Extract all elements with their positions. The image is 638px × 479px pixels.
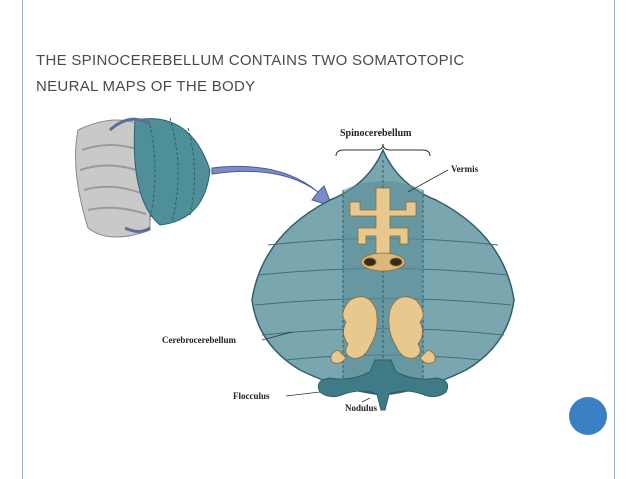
pointer-arrow xyxy=(211,165,333,207)
flocculonodular-lobe xyxy=(317,359,449,411)
label-nodulus: Nodulus xyxy=(345,403,378,413)
slide-title-line-1: The spinocerebellum contains two somatot… xyxy=(36,52,465,69)
label-spinocerebellum: Spinocerebellum xyxy=(340,128,412,139)
slide-title: The spinocerebellum contains two somatot… xyxy=(36,48,556,100)
brain-inset-image xyxy=(75,117,211,238)
slide-title-line-2: neural maps of the body xyxy=(36,78,256,95)
label-cerebrocerebellum: Cerebrocerebellum xyxy=(162,335,236,345)
slide-accent-circle xyxy=(569,397,607,435)
slide-border-right xyxy=(614,0,615,479)
slide-border-left xyxy=(22,0,23,479)
upper-homunculus xyxy=(349,187,417,272)
spinocerebellum-bracket xyxy=(335,143,431,157)
label-flocculus: Flocculus xyxy=(233,391,270,401)
lower-homunculus-right xyxy=(388,296,436,364)
cerebellum-diagram xyxy=(251,148,515,411)
lower-homunculus-left xyxy=(330,296,378,364)
label-vermis: Vermis xyxy=(451,164,479,174)
